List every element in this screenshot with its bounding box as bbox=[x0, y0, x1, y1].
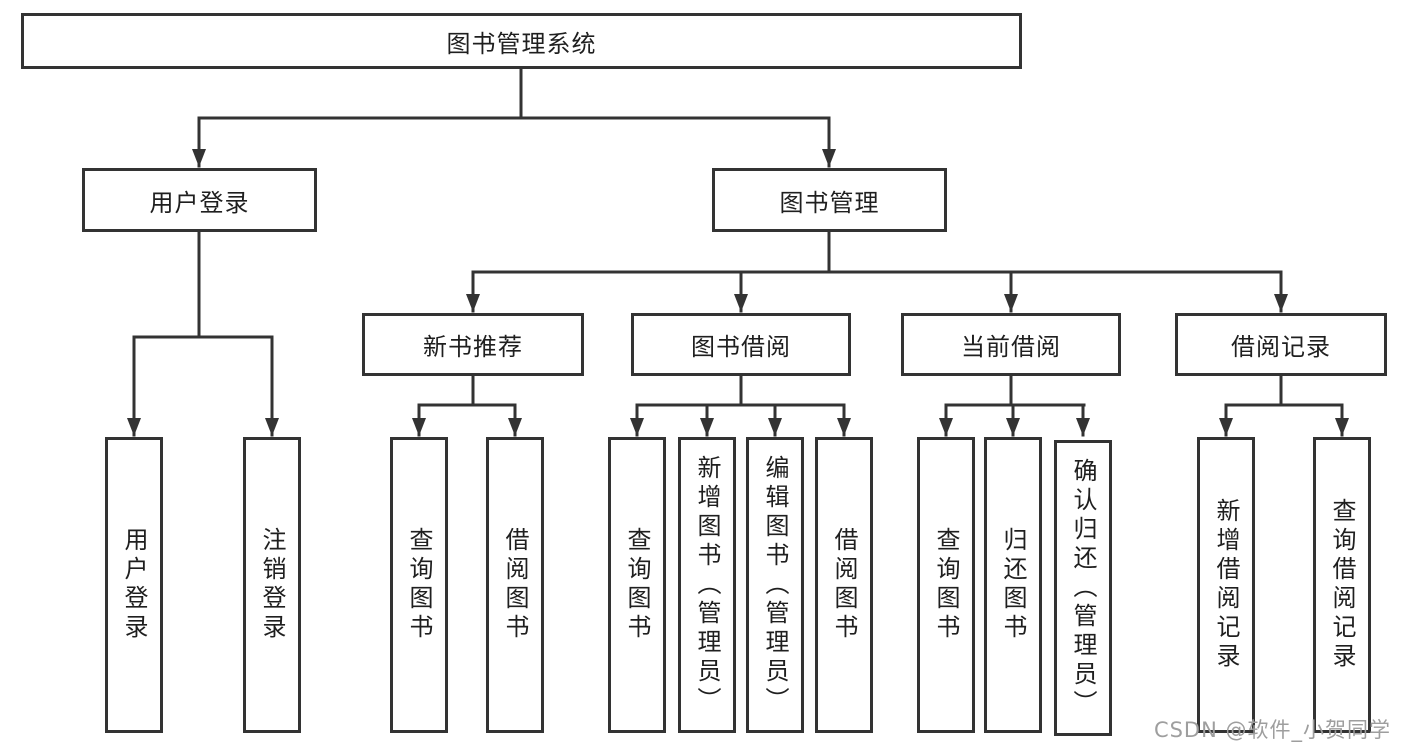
node-leaf-add-book-admin: 新增图书（管理员） bbox=[678, 437, 736, 733]
node-leaf-edit-book-admin: 编辑图书（管理员） bbox=[746, 437, 804, 733]
node-borrowing-records: 借阅记录 bbox=[1175, 313, 1387, 376]
node-leaf-user-login: 用户登录 bbox=[105, 437, 163, 733]
node-book-borrowing: 图书借阅 bbox=[631, 313, 851, 376]
tree-edges bbox=[127, 67, 1349, 437]
node-leaf-logout: 注销登录 bbox=[243, 437, 301, 733]
node-leaf-query-borrow-record: 查询借阅记录 bbox=[1313, 437, 1371, 733]
node-leaf-query-books-borrow: 查询图书 bbox=[608, 437, 666, 733]
node-system-root: 图书管理系统 bbox=[21, 13, 1022, 69]
csdn-watermark: CSDN @软件_小贺同学 bbox=[1153, 718, 1391, 742]
node-current-borrowing: 当前借阅 bbox=[901, 313, 1121, 376]
node-leaf-query-books-current: 查询图书 bbox=[917, 437, 975, 733]
node-book-management: 图书管理 bbox=[712, 168, 947, 232]
node-leaf-confirm-return-admin: 确认归还（管理员） bbox=[1054, 440, 1112, 736]
node-leaf-borrow-books-recommend: 借阅图书 bbox=[486, 437, 544, 733]
node-user-login: 用户登录 bbox=[82, 168, 317, 232]
node-leaf-query-books-recommend: 查询图书 bbox=[390, 437, 448, 733]
node-new-book-recommendation: 新书推荐 bbox=[362, 313, 584, 376]
node-leaf-return-book: 归还图书 bbox=[984, 437, 1042, 733]
node-leaf-borrow-books: 借阅图书 bbox=[815, 437, 873, 733]
node-leaf-add-borrow-record: 新增借阅记录 bbox=[1197, 437, 1255, 733]
